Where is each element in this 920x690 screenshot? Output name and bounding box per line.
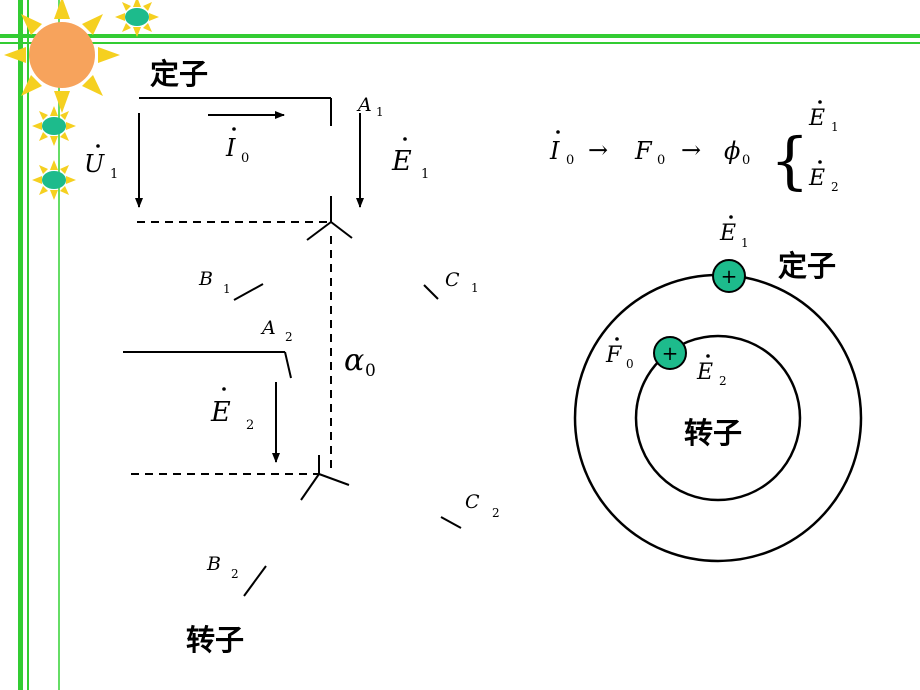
svg-text:0: 0	[742, 153, 750, 168]
svg-text:2: 2	[285, 330, 293, 344]
svg-text:1: 1	[223, 282, 231, 296]
label-E1: E 1	[391, 137, 429, 182]
svg-text:2: 2	[719, 374, 727, 388]
label-A1: A 1	[356, 94, 384, 119]
circle-stator-label: 定子	[778, 249, 836, 283]
label-I0: I 0	[225, 127, 249, 166]
label-C2: C 2	[465, 491, 500, 520]
svg-text:E: E	[210, 397, 231, 428]
svg-text:+: +	[662, 341, 679, 365]
svg-text:1: 1	[421, 167, 429, 182]
svg-text:2: 2	[831, 180, 839, 194]
rotor-title: 转子	[186, 623, 244, 657]
svg-text:ϕ: ϕ	[724, 137, 740, 165]
rotor-winding	[123, 236, 462, 597]
circle-label-E2: E 2	[696, 354, 727, 388]
svg-text:2: 2	[246, 418, 254, 433]
svg-text:A: A	[260, 317, 276, 339]
svg-text:0: 0	[365, 361, 376, 381]
svg-text:I: I	[225, 134, 236, 162]
svg-text:1: 1	[376, 105, 384, 119]
svg-text:0: 0	[626, 357, 634, 371]
svg-text:0: 0	[657, 153, 665, 168]
label-A2: A 2	[260, 317, 293, 344]
circle-label-F0: F 0	[605, 337, 634, 371]
svg-text:{: {	[770, 124, 809, 197]
small-sun-icon	[32, 106, 76, 146]
svg-text:E: E	[696, 360, 713, 385]
formula: I 0 → F 0 → ϕ 0 { E 1 E 2	[549, 100, 839, 197]
small-sun-icon	[32, 160, 76, 200]
svg-text:C: C	[445, 269, 460, 291]
stator-title: 定子	[150, 57, 208, 91]
svg-text:2: 2	[492, 506, 500, 520]
svg-text:→: →	[588, 136, 608, 164]
svg-text:U: U	[84, 150, 105, 178]
svg-text:E: E	[808, 106, 825, 131]
svg-text:1: 1	[831, 120, 839, 134]
circle-rotor-label: 转子	[684, 416, 742, 450]
label-U1: U 1	[84, 144, 118, 182]
label-B2: B 2	[206, 553, 239, 581]
svg-text:E: E	[391, 146, 412, 177]
svg-text:E: E	[719, 221, 736, 246]
svg-text:1: 1	[110, 167, 118, 182]
label-C1: C 1	[445, 269, 479, 295]
plus-icon: +	[653, 336, 687, 370]
svg-text:0: 0	[241, 151, 249, 166]
svg-text:F: F	[634, 137, 653, 165]
label-B1: B 1	[198, 268, 231, 296]
svg-text:1: 1	[741, 236, 749, 250]
label-E2: E 2	[210, 387, 254, 433]
plus-icon: +	[712, 259, 746, 293]
svg-text:α: α	[344, 343, 364, 378]
svg-text:1: 1	[471, 281, 479, 295]
svg-text:A: A	[356, 94, 372, 116]
svg-text:B: B	[198, 268, 213, 290]
circle-label-E1: E 1	[719, 215, 749, 250]
label-alpha0: α 0	[344, 343, 376, 381]
stator-winding	[135, 97, 439, 301]
svg-text:B: B	[206, 553, 221, 575]
svg-text:I: I	[549, 137, 560, 165]
sun-icon	[4, 0, 120, 113]
small-sun-icon	[115, 0, 159, 37]
svg-text:C: C	[465, 491, 480, 513]
svg-text:+: +	[721, 264, 738, 288]
circle-diagram: + + E 1 定子 F 0 E 2 转子	[573, 215, 863, 563]
svg-text:→: →	[681, 136, 701, 164]
svg-text:0: 0	[566, 153, 574, 168]
svg-text:E: E	[808, 166, 825, 191]
svg-text:2: 2	[231, 567, 239, 581]
rotor-circle	[634, 334, 802, 502]
svg-text:F: F	[605, 343, 622, 368]
